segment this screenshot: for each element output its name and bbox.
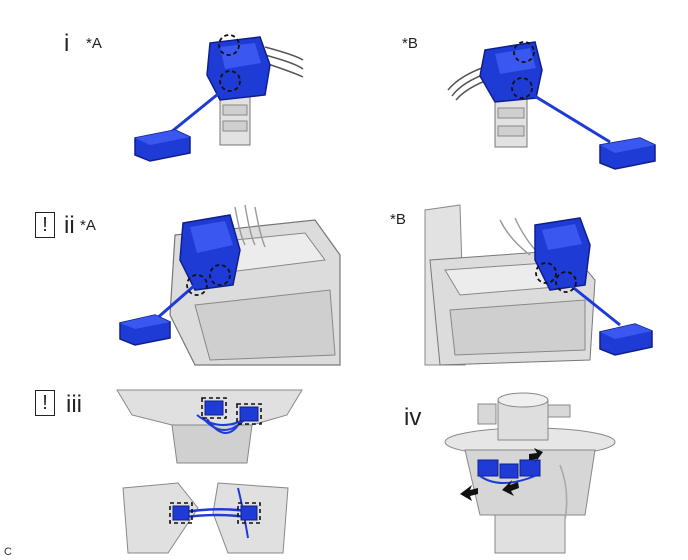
- arrow-icon: [502, 480, 519, 496]
- claw-marker-circle: [218, 34, 240, 56]
- variant-label-b-1: *B: [402, 35, 418, 52]
- wire-harness-figure-top: [116, 389, 303, 464]
- clamp-marker-box: [237, 502, 261, 524]
- claw-marker-circle: [535, 262, 557, 284]
- step-label-ii: ii: [64, 212, 75, 239]
- fuel-pump-connector-figure: [444, 392, 616, 554]
- sender-gauge-figure-b: [447, 41, 656, 170]
- caution-icon-iii: !: [35, 390, 55, 416]
- variant-label-b-2: *B: [390, 211, 406, 228]
- clamp-marker-box: [236, 403, 262, 425]
- clamp-marker-box: [169, 502, 193, 524]
- gauge-installed-figure-a: [119, 204, 341, 366]
- claw-marker-circle: [555, 271, 577, 293]
- claw-marker-circle: [513, 41, 535, 63]
- arrow-icon: [529, 448, 543, 464]
- variant-label-a-2: *A: [80, 217, 96, 234]
- variant-label-a-1: *A: [86, 35, 102, 52]
- footer-code: C: [4, 546, 12, 558]
- gauge-installed-figure-b: [424, 204, 653, 366]
- claw-marker-circle: [511, 77, 533, 99]
- claw-marker-circle: [186, 274, 208, 296]
- claw-marker-circle: [209, 264, 231, 286]
- arrow-icon: [460, 485, 478, 501]
- caution-icon-ii: !: [35, 212, 55, 238]
- claw-marker-circle: [219, 70, 241, 92]
- sender-gauge-figure-a: [134, 34, 304, 162]
- step-label-i: i: [64, 30, 70, 57]
- step-label-iv: iv: [404, 404, 422, 431]
- step-label-iii: iii: [66, 391, 82, 418]
- wire-harness-figure-bottom: [122, 482, 289, 554]
- clamp-marker-box: [201, 397, 227, 419]
